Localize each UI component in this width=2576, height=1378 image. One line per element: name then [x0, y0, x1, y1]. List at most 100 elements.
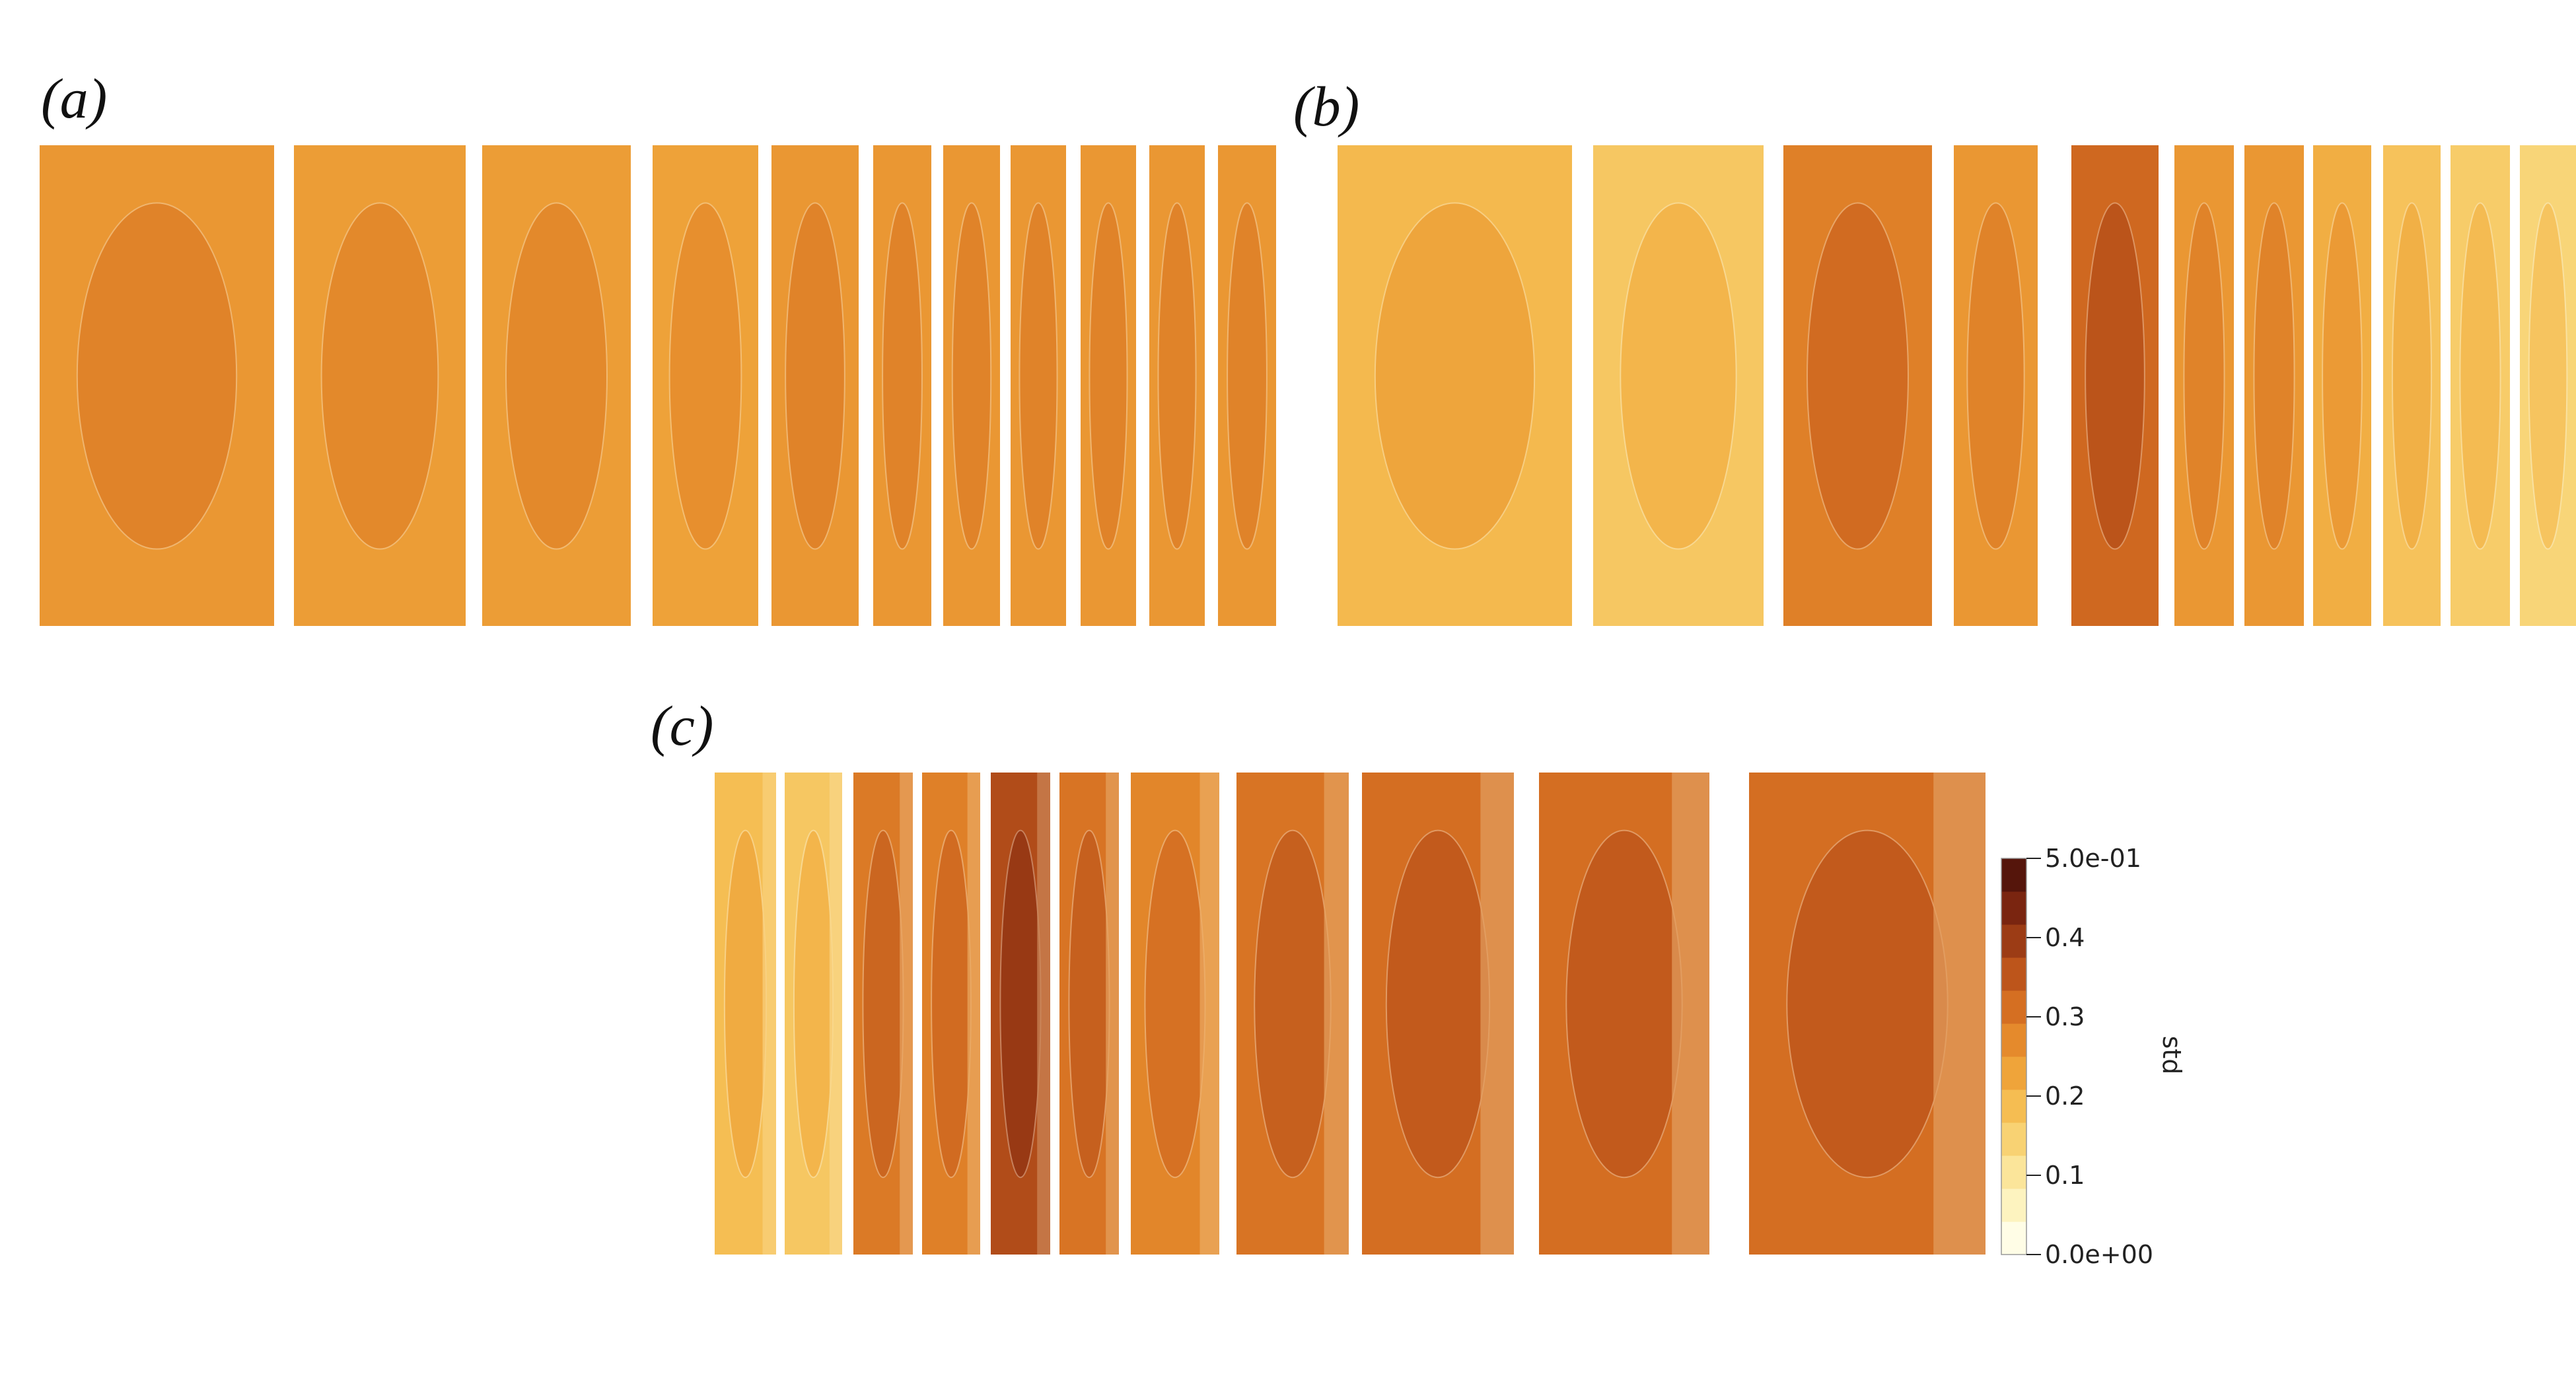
- colorbar-swatch: [2001, 1122, 2026, 1156]
- slice-c-5: [991, 773, 1050, 1255]
- slice-a-9: [1081, 145, 1136, 626]
- slice-c-2: [785, 773, 842, 1255]
- slice-b-5: [2071, 145, 2159, 626]
- colorbar-ticks: 5.0e-010.40.30.20.10.0e+00: [2026, 844, 2153, 1269]
- slice-c-9: [1362, 773, 1514, 1255]
- slice-contour: [793, 829, 834, 1179]
- panel-label-a: (a): [41, 67, 107, 130]
- slice-contour: [1565, 829, 1683, 1179]
- slice-contour: [2459, 202, 2501, 550]
- slice-b-10: [2451, 145, 2510, 626]
- slice-contour: [505, 202, 608, 550]
- colorbar-swatch: [2001, 924, 2026, 958]
- slice-contour: [1254, 829, 1332, 1179]
- slice-contour: [1157, 202, 1197, 550]
- colorbar-tick-label: 0.3: [2045, 1002, 2085, 1031]
- slice-b-4: [1954, 145, 2038, 626]
- colorbar-frame: [2001, 858, 2027, 1255]
- colorbar-swatch: [2001, 1056, 2026, 1090]
- colorbar-swatches: [2001, 858, 2026, 1255]
- slice-a-2: [294, 145, 466, 626]
- slice-contour: [2528, 202, 2568, 550]
- panel-label-b: (b): [1293, 75, 1359, 138]
- colorbar: 5.0e-010.40.30.20.10.0e+00 std: [2001, 844, 2186, 1269]
- slice-contour: [2322, 202, 2363, 550]
- slice-edge-band: [1037, 773, 1050, 1255]
- slice-contour: [1374, 202, 1536, 550]
- colorbar-swatch: [2001, 1089, 2026, 1123]
- slice-b-9: [2383, 145, 2441, 626]
- slice-contour: [882, 202, 923, 550]
- slice-c-11: [1749, 773, 1986, 1255]
- slice-c-7: [1131, 773, 1219, 1255]
- slice-contour: [1807, 202, 1909, 550]
- slice-contour: [723, 829, 768, 1179]
- slice-contour: [999, 829, 1042, 1179]
- colorbar-swatch: [2001, 1023, 2026, 1057]
- slice-contour: [1385, 829, 1491, 1179]
- slice-a-1: [40, 145, 274, 626]
- slice-contour: [785, 202, 845, 550]
- colorbar-swatch: [2001, 990, 2026, 1024]
- slice-contour: [2183, 202, 2225, 550]
- colorbar-tick-label: 5.0e-01: [2045, 844, 2141, 873]
- colorbar-tick-label: 0.1: [2045, 1161, 2085, 1190]
- slice-edge-band: [1106, 773, 1119, 1255]
- slice-b-8: [2313, 145, 2371, 626]
- slice-edge-band: [1933, 773, 1986, 1255]
- slice-contour: [320, 202, 439, 550]
- slice-edge-band: [1672, 773, 1709, 1255]
- colorbar-tick-label: 0.2: [2045, 1082, 2085, 1111]
- slice-edge-band: [762, 773, 776, 1255]
- slice-c-4: [922, 773, 980, 1255]
- slice-b-1: [1338, 145, 1572, 626]
- slice-c-10: [1539, 773, 1709, 1255]
- colorbar-swatch: [2001, 1189, 2026, 1222]
- slice-b-7: [2244, 145, 2304, 626]
- slice-contour: [2391, 202, 2433, 550]
- colorbar-swatch: [2001, 891, 2026, 925]
- slice-contour: [2085, 202, 2145, 550]
- slice-c-3: [853, 773, 913, 1255]
- panel-labels: (a) (b) (c): [41, 67, 1359, 757]
- slice-a-11: [1218, 145, 1276, 626]
- slice-contour: [951, 202, 992, 550]
- slice-contour: [1227, 202, 1268, 550]
- slice-a-10: [1149, 145, 1205, 626]
- slice-layer: [40, 145, 2576, 1255]
- slice-a-6: [873, 145, 931, 626]
- slice-a-5: [771, 145, 859, 626]
- colorbar-swatch: [2001, 858, 2026, 892]
- slice-edge-band: [1324, 773, 1349, 1255]
- colorbar-swatch: [2001, 957, 2026, 991]
- slice-b-3: [1783, 145, 1932, 626]
- slice-contour: [1089, 202, 1128, 550]
- slice-c-6: [1059, 773, 1119, 1255]
- slice-contour: [862, 829, 904, 1179]
- slice-contour: [1144, 829, 1206, 1179]
- colorbar-swatch: [2001, 1222, 2026, 1255]
- slice-contour: [668, 202, 742, 550]
- slice-edge-band: [900, 773, 913, 1255]
- slice-contour: [1786, 829, 1949, 1179]
- slice-edge-band: [1480, 773, 1514, 1255]
- slice-contour: [2253, 202, 2295, 550]
- slice-b-6: [2174, 145, 2234, 626]
- colorbar-swatch: [2001, 1155, 2026, 1189]
- slice-edge-band: [967, 773, 980, 1255]
- slice-edge-band: [1199, 773, 1219, 1255]
- slice-contour: [1019, 202, 1058, 550]
- slice-contour: [931, 829, 972, 1179]
- slice-c-8: [1236, 773, 1349, 1255]
- colorbar-tick-label: 0.4: [2045, 923, 2085, 952]
- slice-c-1: [715, 773, 776, 1255]
- slice-contour: [76, 202, 238, 550]
- slice-a-7: [943, 145, 1000, 626]
- slice-b-11: [2520, 145, 2576, 626]
- slice-edge-band: [829, 773, 842, 1255]
- slice-a-8: [1011, 145, 1066, 626]
- panel-label-c: (c): [651, 694, 713, 757]
- slice-a-4: [653, 145, 758, 626]
- slice-contour: [1966, 202, 2025, 550]
